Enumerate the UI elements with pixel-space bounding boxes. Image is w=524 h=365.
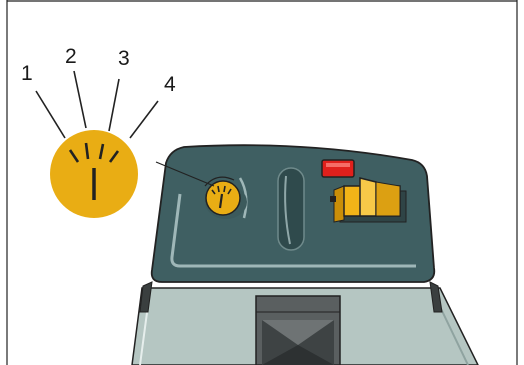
leader-line <box>155 161 215 187</box>
pointer-line-1 <box>35 90 66 139</box>
position-label-1: 1 <box>21 62 33 85</box>
pointer-line-2 <box>73 70 87 129</box>
position-labels: 1 2 3 4 <box>21 45 176 96</box>
rocker-switch <box>330 177 407 223</box>
position-label-4: 4 <box>164 73 176 96</box>
knob-detail <box>50 130 138 218</box>
position-label-2: 2 <box>65 45 77 68</box>
position-pointers <box>35 70 159 139</box>
position-label-3: 3 <box>118 47 130 70</box>
illustration-frame <box>6 0 518 365</box>
indicator-lamp <box>321 159 355 178</box>
panel-knob <box>204 176 247 219</box>
panel-slot <box>277 167 305 251</box>
pointer-line-4 <box>129 100 159 139</box>
central-window <box>255 295 341 365</box>
pointer-line-3 <box>108 78 120 132</box>
